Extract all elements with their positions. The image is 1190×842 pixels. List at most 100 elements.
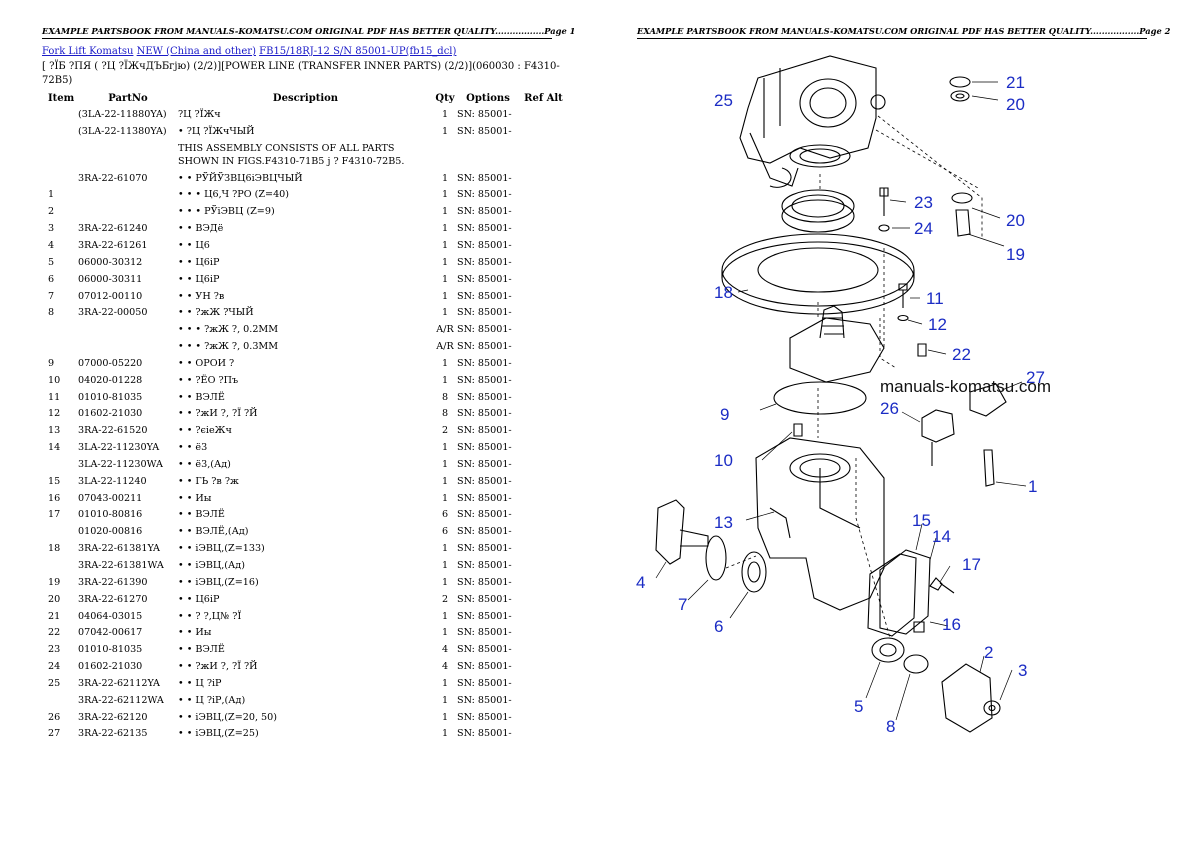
callout-10: 10 <box>714 451 733 470</box>
cell-description: • • ВЭЛЁ <box>178 644 225 656</box>
callout-15: 15 <box>912 511 931 530</box>
cell-description: • • іЭВЦ,(Z=133) <box>178 543 265 555</box>
cell-ref-alt <box>519 254 568 271</box>
cell-partno: 3RA-22-61390 <box>78 576 148 588</box>
cell-qty: 1 <box>441 627 449 639</box>
cell-item: 12 <box>48 408 61 420</box>
cell-description: • • УН ?в <box>178 290 225 302</box>
cell-item: 16 <box>48 492 61 504</box>
cell-item: 25 <box>48 677 61 689</box>
cell-qty: A/R <box>436 341 454 353</box>
cell-options: SN: 85001- <box>457 560 512 572</box>
cell-partno: 3RA-22-62112WA <box>78 694 164 706</box>
cell-item: 4 <box>48 239 55 251</box>
callout-22: 22 <box>952 345 971 364</box>
callout-7: 7 <box>678 595 687 614</box>
cell-options: SN: 85001- <box>457 543 512 555</box>
breadcrumb-link-brand[interactable]: Fork Lift Komatsu <box>42 46 134 57</box>
cell-ref-alt <box>519 338 568 355</box>
cell-ref-alt <box>519 523 568 540</box>
cell-item <box>42 338 78 355</box>
cell-ref-alt <box>519 540 568 557</box>
cell-qty: 1 <box>441 108 449 120</box>
cell-ref-alt <box>519 170 568 187</box>
cell-description: • • Ц6іР <box>178 256 220 268</box>
cell-description: • • ?жИ ?, ?Ї ?Й <box>178 408 258 420</box>
breadcrumb-link-region[interactable]: NEW (China and other) <box>136 46 256 57</box>
cell-description: • • • РЎіЭВЦ (Z=9) <box>178 206 275 218</box>
cell-options: SN: 85001- <box>457 256 512 268</box>
cell-description: • • ?єіеЖч <box>178 425 232 437</box>
cell-description: • • іЭВЦ,(Ад) <box>178 560 245 572</box>
cell-partno: 3RA-22-61381WA <box>78 560 164 572</box>
cell-description: • • Ц ?іР,(Ад) <box>178 694 246 706</box>
cell-item: 2 <box>48 206 55 218</box>
cell-item: 27 <box>48 728 61 740</box>
breadcrumb-link-model[interactable]: FB15/18RJ-12 S/N 85001-UP(fb15_dcl) <box>259 46 457 57</box>
column-header-qty: Qty <box>435 93 455 104</box>
cell-options: SN: 85001- <box>457 694 512 706</box>
cell-description: • • Иы <box>178 492 212 504</box>
cell-ref-alt <box>519 123 568 140</box>
cell-item <box>42 170 78 187</box>
cell-options: SN: 85001- <box>457 324 512 336</box>
cell-partno: 3RA-22-61070 <box>78 172 148 184</box>
callout-2: 2 <box>984 643 993 662</box>
cell-partno: 3RA-22-62120 <box>78 711 148 723</box>
cell-qty: 8 <box>441 391 449 403</box>
cell-options: SN: 85001- <box>457 172 512 184</box>
cell-qty: 6 <box>441 526 449 538</box>
column-header-partno: PartNo <box>108 93 148 104</box>
cell-qty: 2 <box>441 425 449 437</box>
cell-item <box>42 692 78 709</box>
cell-options: SN: 85001- <box>457 509 512 521</box>
cell-qty: 1 <box>441 223 449 235</box>
part-24-washer-drawing <box>878 224 890 232</box>
part-3-nut-drawing <box>983 700 1001 716</box>
cell-ref-alt <box>519 372 568 389</box>
cell-options: SN: 85001- <box>457 728 512 740</box>
cell-options: SN: 85001- <box>457 391 512 403</box>
cell-options: SN: 85001- <box>457 239 512 251</box>
cell-qty: 6 <box>441 509 449 521</box>
cell-ref-alt <box>519 507 568 524</box>
cell-partno: 01010-80816 <box>78 509 143 521</box>
cell-qty: 1 <box>441 475 449 487</box>
cell-qty: 1 <box>441 256 449 268</box>
part-20-bearing-drawing <box>950 90 970 102</box>
cell-partno: 3RA-22-61270 <box>78 593 148 605</box>
cell-ref-alt <box>519 321 568 338</box>
cell-item: 18 <box>48 543 61 555</box>
cell-item: 13 <box>48 425 61 437</box>
cell-description: • • РЎЙЎЗВЦ6іЭВЦЧЫЙ <box>178 172 303 184</box>
cell-ref-alt <box>519 220 568 237</box>
cell-ref-alt <box>519 473 568 490</box>
callout-6: 6 <box>714 617 723 636</box>
cell-description: • • ? ?,Ц№ ?Ї <box>178 610 242 622</box>
cell-description: • • • ?жЖ ?, 0.3MM <box>178 341 279 353</box>
cell-ref-alt <box>519 304 568 321</box>
cell-qty: 1 <box>441 442 449 454</box>
cell-item: 3 <box>48 223 55 235</box>
cell-options: SN: 85001- <box>457 711 512 723</box>
cell-qty: 1 <box>441 189 449 201</box>
cell-item: 26 <box>48 711 61 723</box>
cell-qty: 1 <box>441 206 449 218</box>
cell-ref-alt <box>519 187 568 204</box>
cell-qty: 1 <box>441 677 449 689</box>
cell-partno: 07043-00211 <box>78 492 143 504</box>
cell-partno: 01602-21030 <box>78 661 143 673</box>
cell-item: 14 <box>48 442 61 454</box>
cell-options: SN: 85001- <box>457 661 512 673</box>
cell-item <box>42 523 78 540</box>
